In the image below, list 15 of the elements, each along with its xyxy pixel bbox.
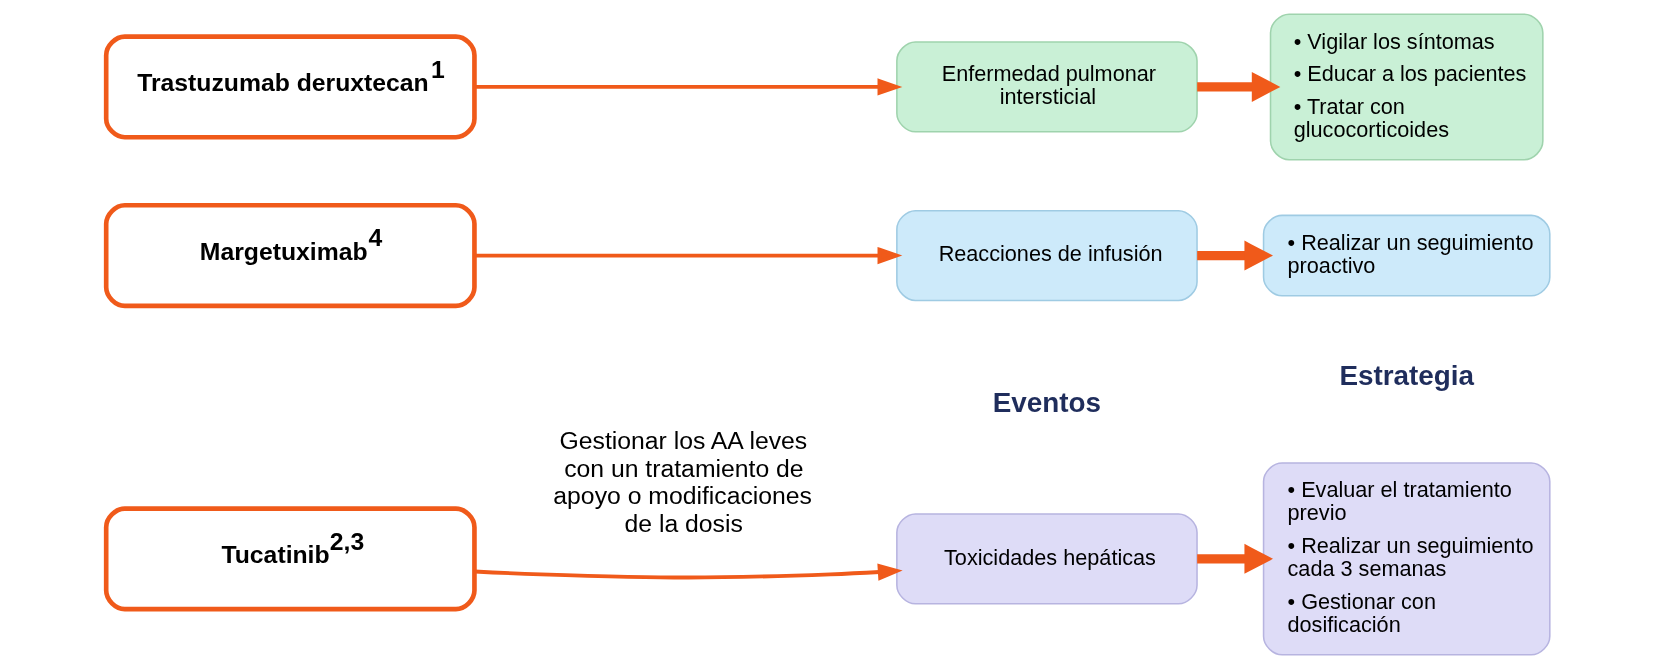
label: Eventos — [992, 387, 1102, 419]
arrow — [1197, 71, 1281, 102]
node-box: Reacciones de infusión — [896, 209, 1198, 302]
label: Estrategia — [1339, 359, 1475, 391]
label: Gestionar los AA leves con un tratamiento de apoyo o modificaciones de la dosis — [553, 426, 813, 538]
node-box: • Evaluar el tratamiento previo • Realizar un seguimiento cada 3 semanas • Gestionar con dosificación — [1262, 462, 1551, 656]
arrow — [474, 563, 903, 581]
arrow — [1197, 240, 1273, 271]
node-box: Toxicidades hepáticas — [896, 513, 1198, 605]
arrow — [474, 246, 903, 265]
arrow — [1197, 543, 1273, 574]
node-box: • Vigilar los síntomas • Educar a los pacientes • Tratar con glucocorticoides — [1269, 13, 1544, 161]
arrow — [474, 78, 903, 96]
node-box: Enfermedad pulmonar intersticial — [896, 41, 1198, 133]
node-box: • Realizar un seguimiento proactivo — [1262, 214, 1551, 297]
